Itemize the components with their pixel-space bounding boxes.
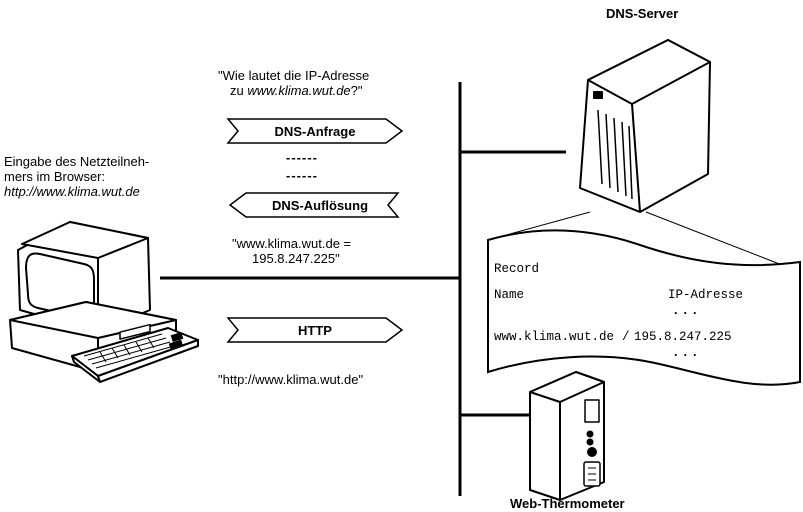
dns-resolution-arrow bbox=[228, 192, 400, 218]
client-computer-icon bbox=[9, 221, 199, 383]
record-col-name: Name bbox=[494, 288, 525, 302]
record-name-value: www.klima.wut.de bbox=[494, 330, 615, 344]
dns-answer-line1: "www.klima.wut.de = bbox=[232, 236, 352, 251]
client-text-line2: mers im Browser: bbox=[4, 169, 106, 184]
dns-resolution-label: DNS-Auflösung bbox=[271, 198, 369, 213]
question-host: www.klima.wut.de bbox=[247, 83, 351, 98]
client-text-line1: Eingabe des Netzteilneh- bbox=[4, 154, 150, 169]
dns-answer-line2: 195.8.247.225" bbox=[252, 251, 340, 266]
dns-request-label: DNS-Anfrage bbox=[274, 124, 356, 139]
http-url: "http://www.klima.wut.de" bbox=[218, 372, 364, 387]
record-ip-value: 195.8.247.225 bbox=[634, 330, 732, 344]
record-ellipsis-bottom: ... bbox=[672, 346, 701, 360]
record-separator: / bbox=[622, 330, 630, 344]
record-projection-right bbox=[645, 211, 801, 273]
dns-request-arrow bbox=[226, 118, 404, 144]
http-arrow bbox=[226, 317, 404, 343]
dashes-2: ------ bbox=[286, 168, 318, 183]
record-title: Record bbox=[494, 262, 540, 276]
dns-question-line2: zu www.klima.wut.de?" bbox=[230, 83, 363, 98]
http-label: HTTP bbox=[298, 323, 332, 338]
dns-question-line1: "Wie lautet die IP-Adresse bbox=[218, 68, 370, 83]
dns-server-label: DNS-Server bbox=[606, 6, 679, 21]
question-suffix: ?" bbox=[350, 83, 363, 98]
record-sheet bbox=[487, 229, 801, 386]
dns-server-icon bbox=[579, 39, 711, 213]
web-thermometer-icon bbox=[529, 371, 605, 501]
record-ellipsis-top: ... bbox=[672, 304, 701, 318]
client-url: http://www.klima.wut.de bbox=[4, 184, 140, 199]
question-prefix: zu bbox=[230, 83, 248, 98]
dashes-1: ------ bbox=[286, 150, 318, 165]
keyboard-keys-icon bbox=[83, 331, 184, 369]
web-thermometer-label: Web-Thermometer bbox=[510, 496, 625, 511]
record-col-ip: IP-Adresse bbox=[668, 288, 744, 302]
